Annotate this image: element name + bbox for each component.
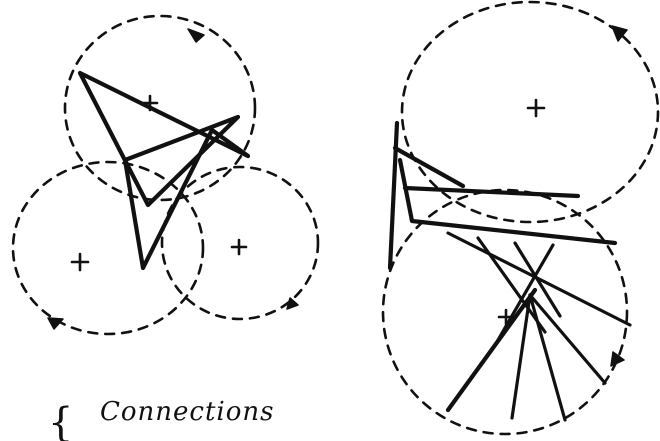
plus-icon xyxy=(72,254,88,270)
plus-icon xyxy=(232,240,246,254)
caption-text: Connections xyxy=(100,397,275,427)
arrowhead-icon xyxy=(287,298,298,309)
circle-top-left xyxy=(65,16,255,200)
left-cluster xyxy=(13,16,318,334)
right-cluster xyxy=(383,2,658,434)
connection-lines xyxy=(390,123,630,420)
arrowhead-icon xyxy=(611,352,624,366)
circle-bottom-left xyxy=(13,162,203,334)
connection-polygon xyxy=(80,73,248,268)
caption-brace: { xyxy=(48,400,73,441)
plus-icon xyxy=(528,100,544,116)
arrowhead-icon xyxy=(188,29,204,42)
